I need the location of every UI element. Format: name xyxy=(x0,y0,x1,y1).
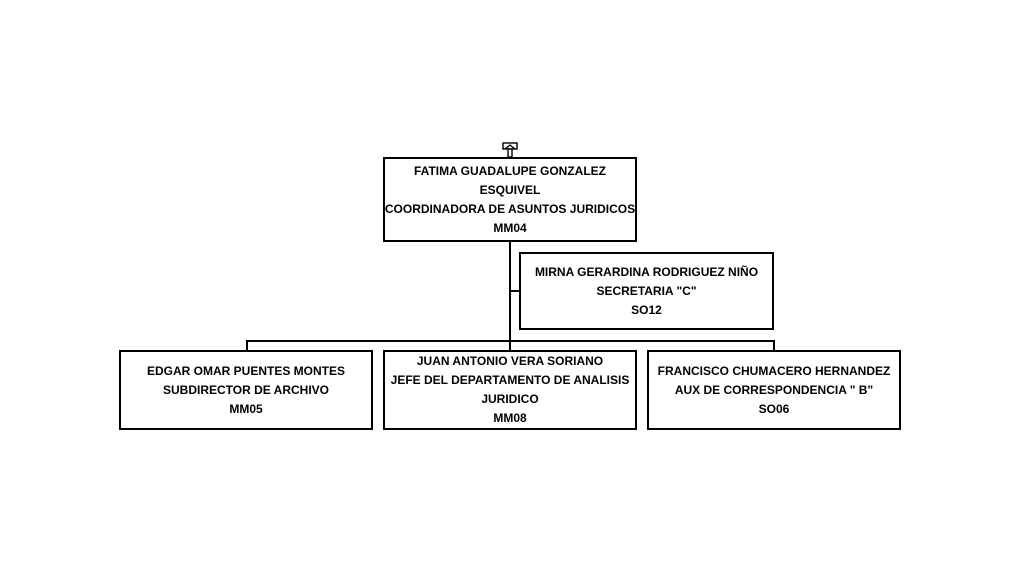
up-arrow-icon[interactable] xyxy=(502,142,518,158)
subordinate-title-line1: JEFE DEL DEPARTAMENTO DE ANALISIS xyxy=(390,373,630,387)
assistant-title: SECRETARIA "C" xyxy=(596,283,697,298)
assistant-node[interactable]: MIRNA GERARDINA RODRIGUEZ NIÑO SECRETARI… xyxy=(519,252,774,330)
subordinate-node[interactable]: JUAN ANTONIO VERA SORIANO JEFE DEL DEPAR… xyxy=(383,350,637,430)
trunk-connector xyxy=(509,241,511,351)
subordinate-code: SO06 xyxy=(758,401,790,416)
head-title: COORDINADORA DE ASUNTOS JURIDICOS xyxy=(384,201,636,216)
subordinate-node[interactable]: FRANCISCO CHUMACERO HERNANDEZ AUX DE COR… xyxy=(647,350,901,430)
head-code: MM04 xyxy=(493,220,527,235)
subordinate-title-line2: JURIDICO xyxy=(481,392,539,406)
assistant-name: MIRNA GERARDINA RODRIGUEZ NIÑO xyxy=(534,264,759,279)
subordinate-title: AUX DE CORRESPONDENCIA " B" xyxy=(674,382,874,397)
subordinate-name: EDGAR OMAR PUENTES MONTES xyxy=(146,363,345,378)
assistant-connector xyxy=(509,290,521,292)
head-node[interactable]: FATIMA GUADALUPE GONZALEZ ESQUIVEL COORD… xyxy=(383,157,637,242)
head-name-line1: FATIMA GUADALUPE GONZALEZ xyxy=(414,163,606,178)
subordinate-node[interactable]: EDGAR OMAR PUENTES MONTES SUBDIRECTOR DE… xyxy=(119,350,373,430)
subordinate-name: FRANCISCO CHUMACERO HERNANDEZ xyxy=(657,363,891,378)
subordinate-code: MM08 xyxy=(493,411,527,425)
assistant-code: SO12 xyxy=(631,302,662,317)
subordinate-code: MM05 xyxy=(229,401,263,416)
right-branch-connector xyxy=(773,340,775,351)
subordinate-title: SUBDIRECTOR DE ARCHIVO xyxy=(162,382,329,397)
horizontal-connector xyxy=(246,340,775,342)
subordinate-name: JUAN ANTONIO VERA SORIANO xyxy=(416,354,604,368)
left-branch-connector xyxy=(246,340,248,351)
head-name-line2: ESQUIVEL xyxy=(479,182,541,197)
